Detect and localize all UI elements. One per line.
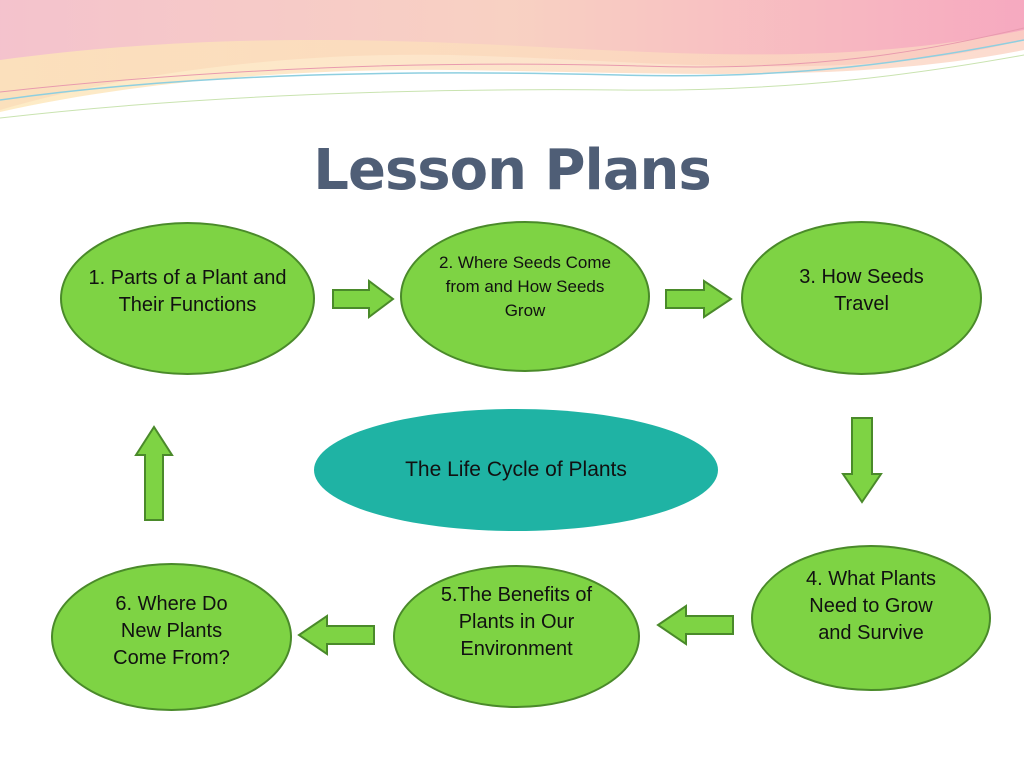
arrow-right-icon <box>665 279 733 319</box>
node-parts-of-a-plant: 1. Parts of a Plant and Their Functions <box>60 222 315 375</box>
node-label: 6. Where Do New Plants Come From? <box>113 592 230 669</box>
arrow-up-icon <box>134 425 174 521</box>
node-label: 3. How Seeds Travel <box>799 266 924 315</box>
header-decoration <box>0 0 1024 119</box>
node-how-seeds-travel: 3. How Seeds Travel <box>741 221 982 375</box>
node-where-seeds-come-from: 2. Where Seeds Come from and How Seeds G… <box>400 221 650 372</box>
node-label: 5.The Benefits of Plants in Our Environm… <box>440 584 593 660</box>
node-label: 1. Parts of a Plant and Their Functions <box>88 266 287 316</box>
node-benefits-of-plants: 5.The Benefits of Plants in Our Environm… <box>393 565 640 708</box>
arrow-right-icon <box>332 279 395 319</box>
node-what-plants-need: 4. What Plants Need to Grow and Survive <box>751 545 991 691</box>
center-topic: The Life Cycle of Plants <box>314 409 718 531</box>
arrow-left-icon <box>297 614 375 656</box>
arrow-left-icon <box>656 604 734 646</box>
node-where-new-plants-come-from: 6. Where Do New Plants Come From? <box>51 563 292 711</box>
slide-title: Lesson Plans <box>313 138 711 203</box>
node-label: 2. Where Seeds Come from and How Seeds G… <box>439 252 611 320</box>
node-label: 4. What Plants Need to Grow and Survive <box>805 567 937 644</box>
center-label: The Life Cycle of Plants <box>405 458 627 481</box>
arrow-down-icon <box>841 417 883 504</box>
